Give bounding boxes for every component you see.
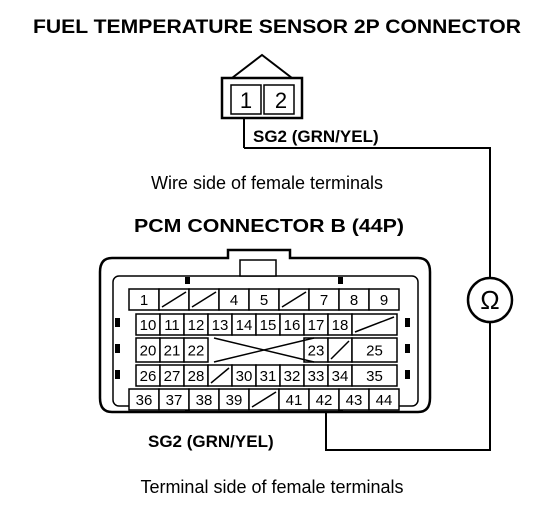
pcm-empty-terminal-slash [281, 291, 307, 308]
pcm-terminal-cell [351, 337, 398, 363]
pcm-terminal-17: 17 [308, 317, 325, 334]
pcm-terminal-5: 5 [260, 292, 268, 309]
pcm-terminal-11: 11 [164, 317, 180, 334]
pcm-terminal-33: 33 [308, 368, 325, 385]
sensor-connector-title: FUEL TEMPERATURE SENSOR 2P CONNECTOR [33, 17, 521, 38]
ohmmeter: Ω [466, 276, 514, 324]
pcm-terminal-42: 42 [316, 392, 333, 409]
pcm-terminal-15: 15 [260, 317, 277, 334]
pcm-terminal-7: 7 [320, 292, 328, 309]
pcm-terminal-8: 8 [350, 292, 358, 309]
pcm-terminal-cell [159, 337, 185, 363]
pcm-terminal-25: 25 [366, 343, 383, 360]
pcm-terminal-cell [183, 337, 209, 363]
pcm-terminal-35: 35 [366, 368, 383, 385]
pcm-terminal-4: 4 [230, 292, 238, 309]
pcm-terminal-44: 44 [376, 392, 393, 409]
sensor-connector-lock-tab [231, 53, 293, 79]
sensor-wire-label: SG2 (GRN/YEL) [253, 127, 379, 146]
pcm-terminal-1: 1 [140, 292, 148, 309]
pcm-terminal-10: 10 [140, 317, 157, 334]
sensor-pin-2: 2 [275, 88, 287, 113]
pcm-terminal-28: 28 [188, 368, 205, 385]
pcm-terminal-39: 39 [226, 392, 243, 409]
pcm-empty-terminal-slash [210, 367, 230, 384]
sensor-connector: 1 2 [220, 53, 304, 148]
pcm-terminal-21: 21 [164, 343, 181, 360]
pcm-terminal-41: 41 [286, 392, 303, 409]
pcm-terminal-31: 31 [260, 368, 277, 385]
pcm-terminal-9: 9 [380, 292, 388, 309]
pcm-terminal-43: 43 [346, 392, 363, 409]
pcm-terminal-37: 37 [166, 392, 183, 409]
ohm-symbol: Ω [480, 285, 499, 315]
pcm-terminal-14: 14 [236, 317, 253, 334]
sensor-pin-1: 1 [240, 88, 252, 113]
pcm-terminal-38: 38 [196, 392, 213, 409]
ohmmeter-circle-icon [466, 276, 514, 324]
pcm-terminal-cell [351, 364, 398, 387]
pcm-empty-terminal-slash [330, 340, 350, 360]
pcm-terminal-36: 36 [136, 392, 153, 409]
pcm-empty-terminal-slash [354, 316, 395, 333]
pcm-terminal-cell [368, 288, 400, 311]
pcm-connector-latch [239, 259, 277, 277]
pcm-terminal-cell [368, 388, 400, 411]
pcm-terminal-22: 22 [188, 343, 205, 360]
pcm-blank-area [213, 337, 315, 363]
test-wire [244, 147, 491, 451]
pcm-terminal-16: 16 [284, 317, 301, 334]
pcm-wire-label: SG2 (GRN/YEL) [148, 432, 274, 451]
pcm-terminal-34: 34 [332, 368, 349, 385]
pcm-terminal-30: 30 [236, 368, 253, 385]
pcm-terminal-12: 12 [188, 317, 205, 334]
pcm-terminal-32: 32 [284, 368, 301, 385]
pcm-terminal-27: 27 [164, 368, 181, 385]
pcm-terminal-13: 13 [212, 317, 229, 334]
pcm-terminal-26: 26 [140, 368, 157, 385]
pcm-empty-terminal-slash [161, 291, 187, 308]
pcm-terminal-23: 23 [308, 343, 325, 360]
pcm-connector-title: PCM CONNECTOR B (44P) [134, 216, 404, 236]
pcm-empty-terminal-slash [191, 291, 217, 308]
pcm-terminal-18: 18 [332, 317, 349, 334]
pcm-view-caption: Terminal side of female terminals [140, 477, 403, 497]
pcm-terminal-cell [303, 337, 329, 363]
pcm-empty-terminal-slash [251, 391, 277, 408]
sensor-view-caption: Wire side of female terminals [151, 173, 383, 193]
pcm-terminal-20: 20 [140, 343, 157, 360]
